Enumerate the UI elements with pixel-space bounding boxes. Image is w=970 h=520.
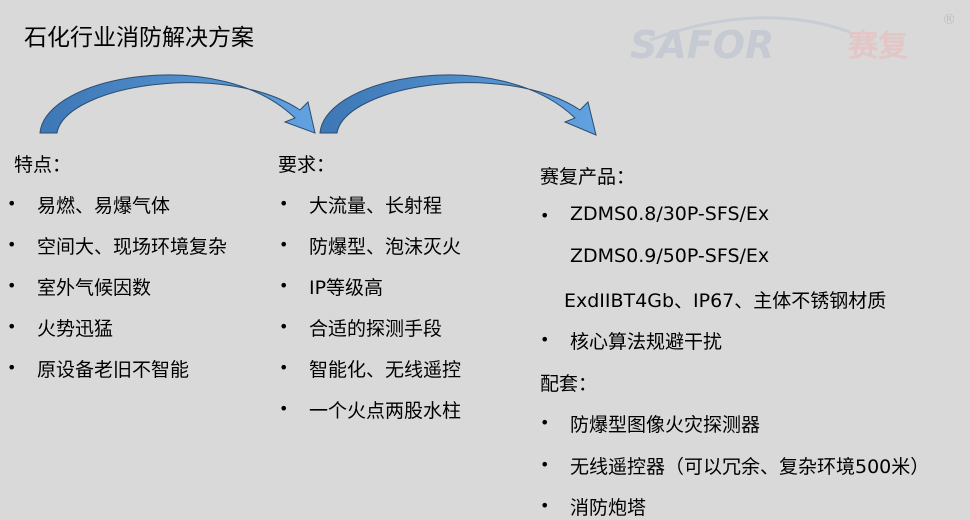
bullet: • — [7, 358, 17, 377]
list-item: 无线遥控器（可以冗余、复杂环境500米） — [570, 455, 930, 478]
list-item: 一个火点两股水柱 — [309, 400, 462, 422]
bullet: • — [279, 317, 289, 336]
bullet: • — [540, 206, 550, 225]
bullet: • — [279, 235, 289, 254]
product-spec: ExdIIBT4Gb、IP67、主体不锈钢材质 — [564, 290, 887, 312]
list-item: 易燃、易爆气体 — [37, 195, 171, 217]
slide-title: 石化行业消防解决方案 — [24, 25, 254, 51]
product-2: ZDMS0.9/50P-SFS/Ex — [570, 245, 770, 267]
arrow-2 — [319, 74, 597, 136]
col1-heading: 特点： — [14, 154, 72, 176]
bullet: • — [7, 194, 17, 213]
registered-mark: ® — [942, 12, 956, 28]
list-item: 原设备老旧不智能 — [37, 359, 190, 381]
bullet: • — [279, 358, 289, 377]
bullet: • — [279, 194, 289, 213]
col3-heading: 赛复产品： — [540, 166, 636, 188]
bullet: • — [7, 317, 17, 336]
list-item: 消防炮塔 — [570, 497, 647, 519]
arrow-1 — [39, 74, 316, 134]
bullet: • — [7, 235, 17, 254]
safor-logo: SAFOR 赛复 ® — [630, 12, 956, 67]
list-item: 室外气候因数 — [37, 277, 152, 299]
logo-cn: 赛复 — [848, 29, 908, 64]
bullet: • — [279, 276, 289, 295]
bullet: • — [279, 399, 289, 418]
col2-heading: 要求： — [278, 154, 336, 176]
logo-en: SAFOR — [630, 23, 774, 67]
algo-feature: 核心算法规避干扰 — [570, 331, 723, 353]
list-item: IP等级高 — [309, 277, 384, 299]
list-item: 防爆型图像火灾探测器 — [570, 414, 761, 436]
list-item: 合适的探测手段 — [309, 318, 443, 340]
bullet: • — [540, 454, 550, 474]
list-item: 空间大、现场环境复杂 — [37, 236, 228, 258]
product-1: ZDMS0.8/30P-SFS/Ex — [570, 203, 770, 225]
list-item: 大流量、长射程 — [309, 195, 443, 217]
bullet: • — [540, 496, 550, 515]
bullet: • — [7, 276, 17, 295]
list-item: 火势迅猛 — [37, 318, 114, 340]
list-item: 防爆型、泡沫灭火 — [309, 236, 462, 258]
list-item: 智能化、无线遥控 — [309, 359, 462, 381]
bullet: • — [540, 413, 550, 432]
bullet: • — [540, 330, 550, 349]
accessories-heading: 配套： — [540, 373, 598, 395]
